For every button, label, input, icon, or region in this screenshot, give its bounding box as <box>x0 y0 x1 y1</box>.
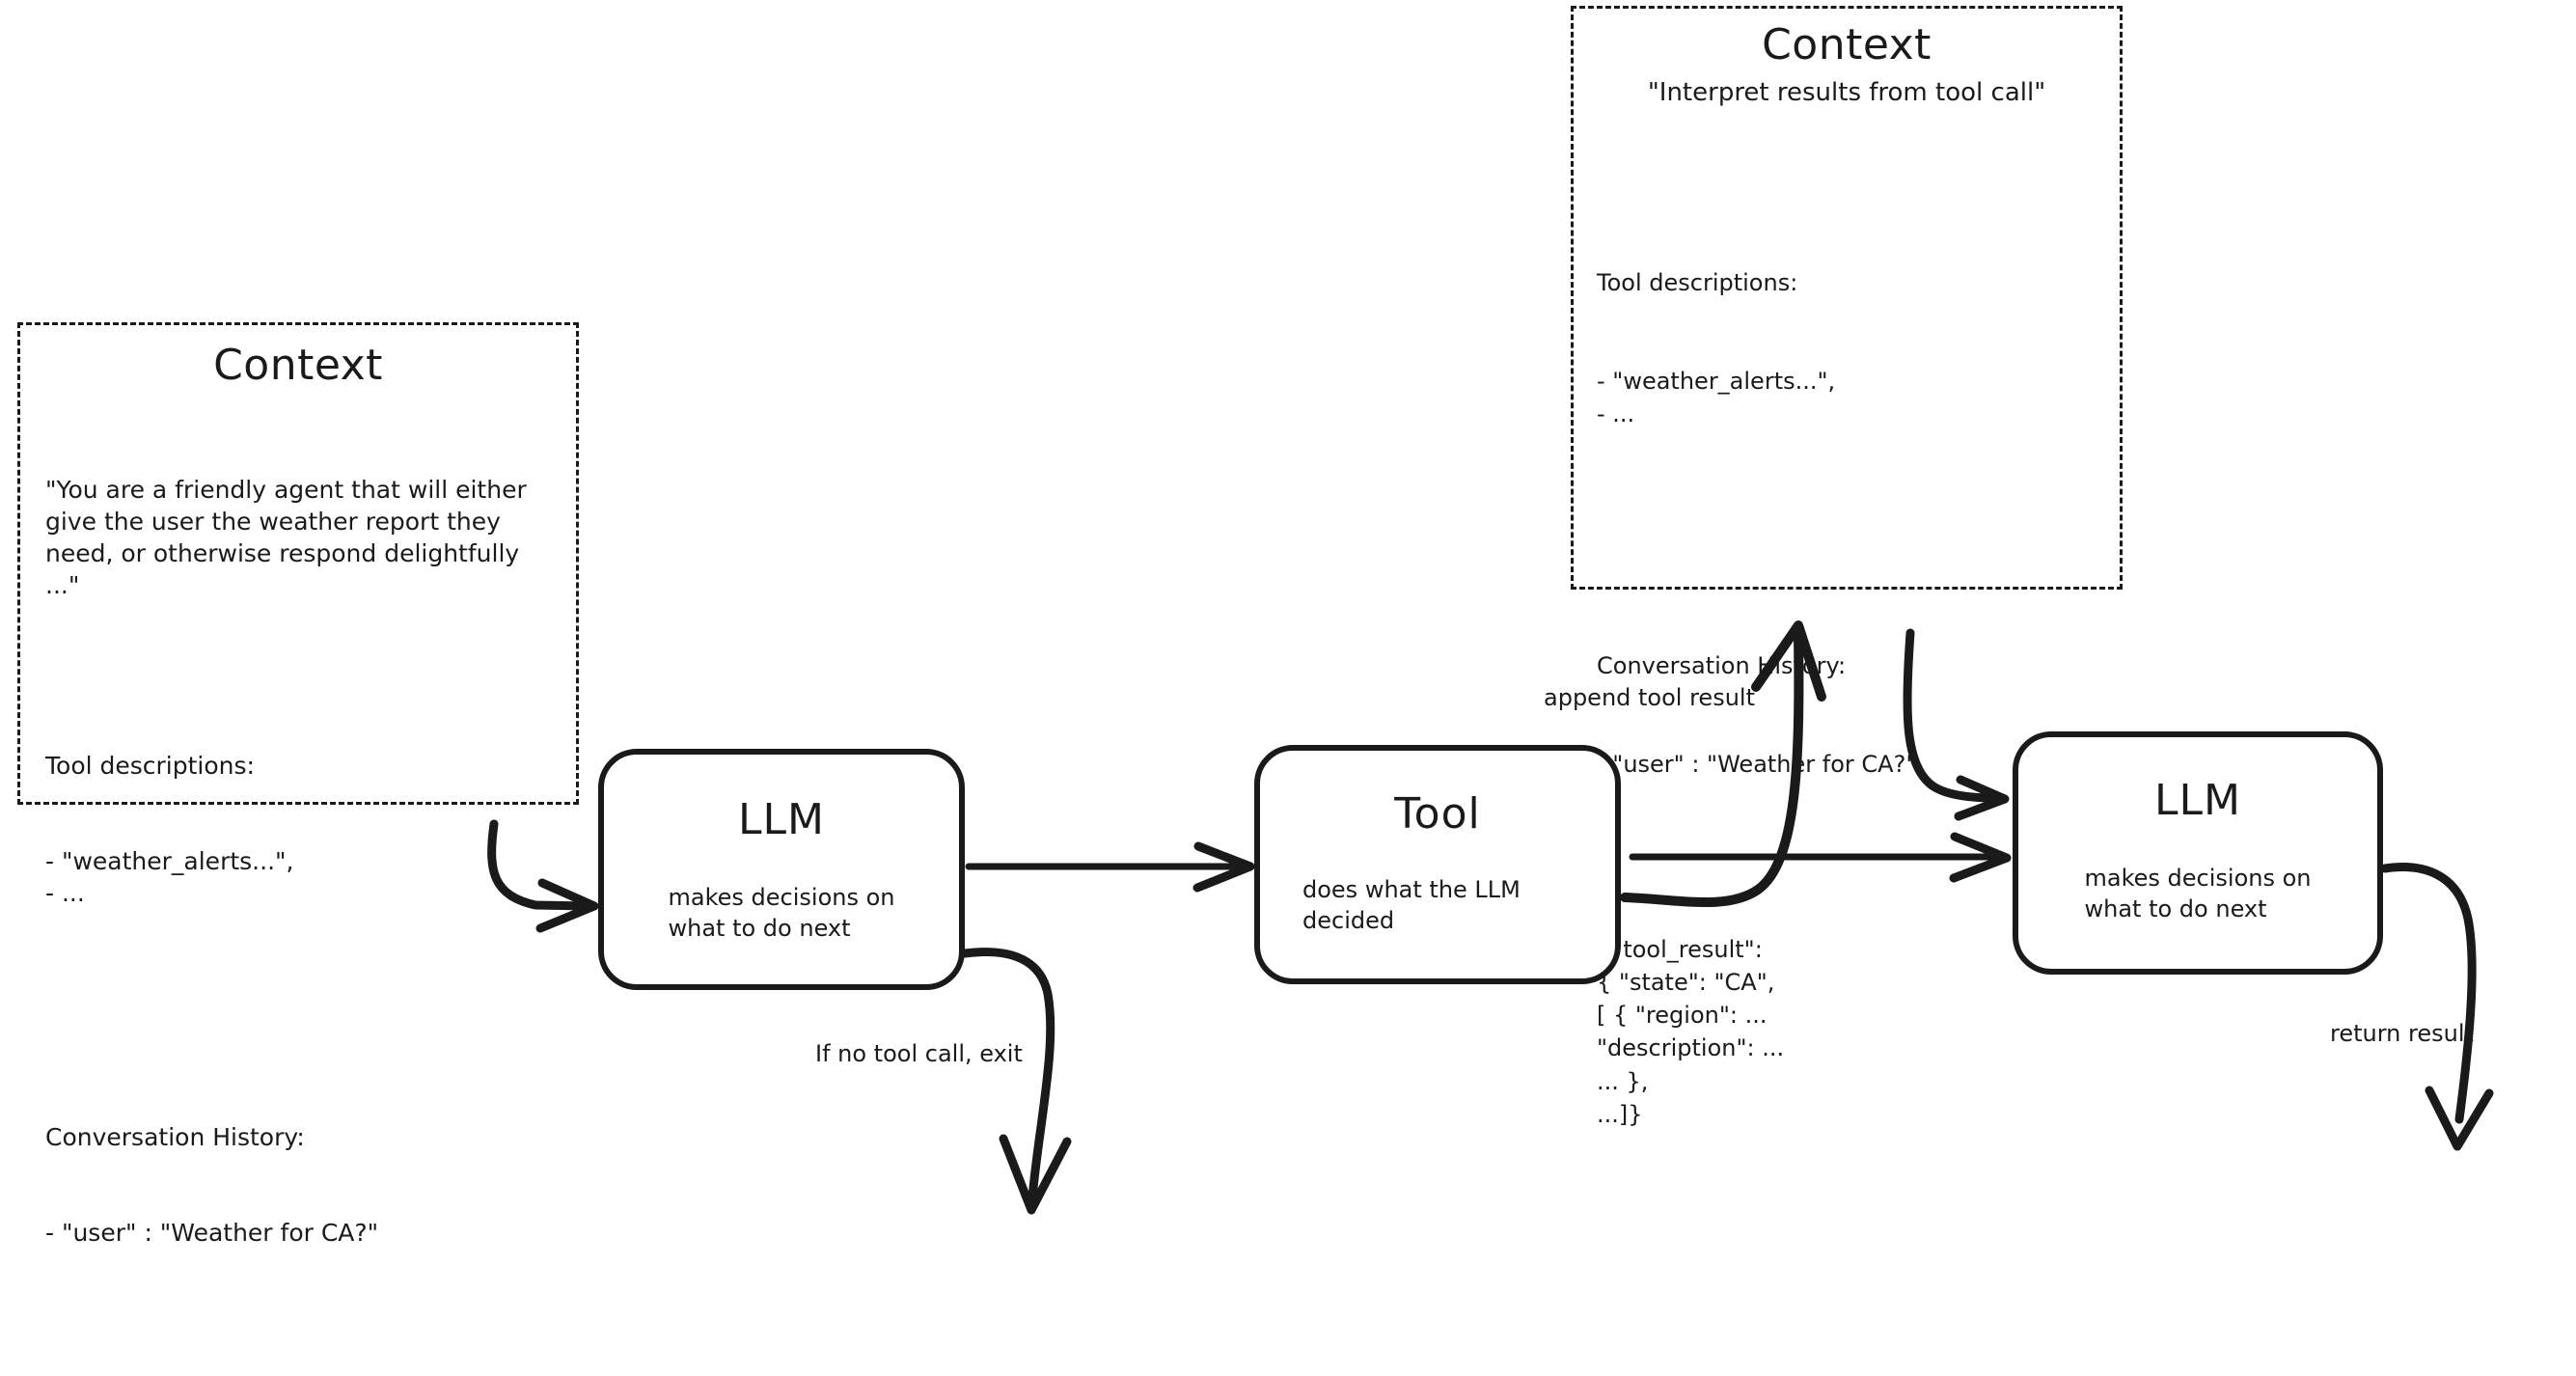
context-left-tool-descriptions-list: - "weather_alerts...", - ... <box>45 847 294 908</box>
context-right-conversation-group: Conversation History: - "user" : "Weathe… <box>1597 583 2096 846</box>
context-right-body: Tool descriptions: - "weather_alerts..."… <box>1597 134 2096 1196</box>
context-left-conversation-group: Conversation History: - "user" : "Weathe… <box>45 1058 551 1312</box>
context-box-left: Context "You are a friendly agent that w… <box>17 322 579 1247</box>
node-tool-title: Tool <box>1394 789 1481 839</box>
edge-llm1-to-tool <box>965 841 1255 893</box>
edge-label-return-result: return result <box>2330 1020 2474 1047</box>
context-right-quote: "Interpret results from tool call" <box>1647 78 2046 108</box>
context-left-conversation-list: - "user" : "Weather for CA?" <box>45 1219 379 1248</box>
context-left-tool-descriptions-heading: Tool descriptions: <box>45 752 255 781</box>
context-left-conversation-heading: Conversation History: <box>45 1123 305 1152</box>
context-right-tool-result: - "tool_result": { "state": "CA", [ { "r… <box>1597 936 1785 1128</box>
context-left-title: Context <box>213 341 383 390</box>
context-right-tool-descriptions-heading: Tool descriptions: <box>1597 268 1798 296</box>
node-llm-second-title: LLM <box>2154 776 2241 825</box>
edge-llm1-exit <box>960 948 1072 1215</box>
context-box-right: Context "Interpret results from tool cal… <box>1571 6 2123 1128</box>
node-llm-first-title: LLM <box>738 795 825 844</box>
context-left-tool-descriptions-group: Tool descriptions: - "weather_alerts..."… <box>45 686 551 973</box>
node-llm-second-subtitle: makes decisions on what to do next <box>2084 865 2312 923</box>
diagram-canvas: Context "You are a friendly agent that w… <box>17 6 2494 1247</box>
context-right-tool-descriptions-group: Tool descriptions: - "weather_alerts..."… <box>1597 201 2096 497</box>
node-tool-subtitle: does what the LLM decided <box>1302 876 1521 935</box>
context-right-title: Context <box>1762 20 1932 69</box>
node-llm-second[interactable]: LLM makes decisions on what to do next <box>2013 731 2383 975</box>
edge-label-if-no-tool-call-exit: If no tool call, exit <box>815 1040 1023 1067</box>
node-tool[interactable]: Tool does what the LLM decided <box>1254 745 1621 984</box>
node-llm-first-subtitle: makes decisions on what to do next <box>668 884 895 943</box>
context-left-body: "You are a friendly agent that will eith… <box>45 410 551 1376</box>
context-right-conversation-heading: Conversation History: <box>1597 651 1847 679</box>
context-right-tool-descriptions-list: - "weather_alerts...", - ... <box>1597 367 1836 428</box>
node-llm-first[interactable]: LLM makes decisions on what to do next <box>598 749 965 990</box>
edge-label-append-tool-result: append tool result <box>1544 684 1755 711</box>
context-left-system-prompt: "You are a friendly agent that will eith… <box>45 476 534 600</box>
edge-llm2-return <box>2380 863 2494 1151</box>
